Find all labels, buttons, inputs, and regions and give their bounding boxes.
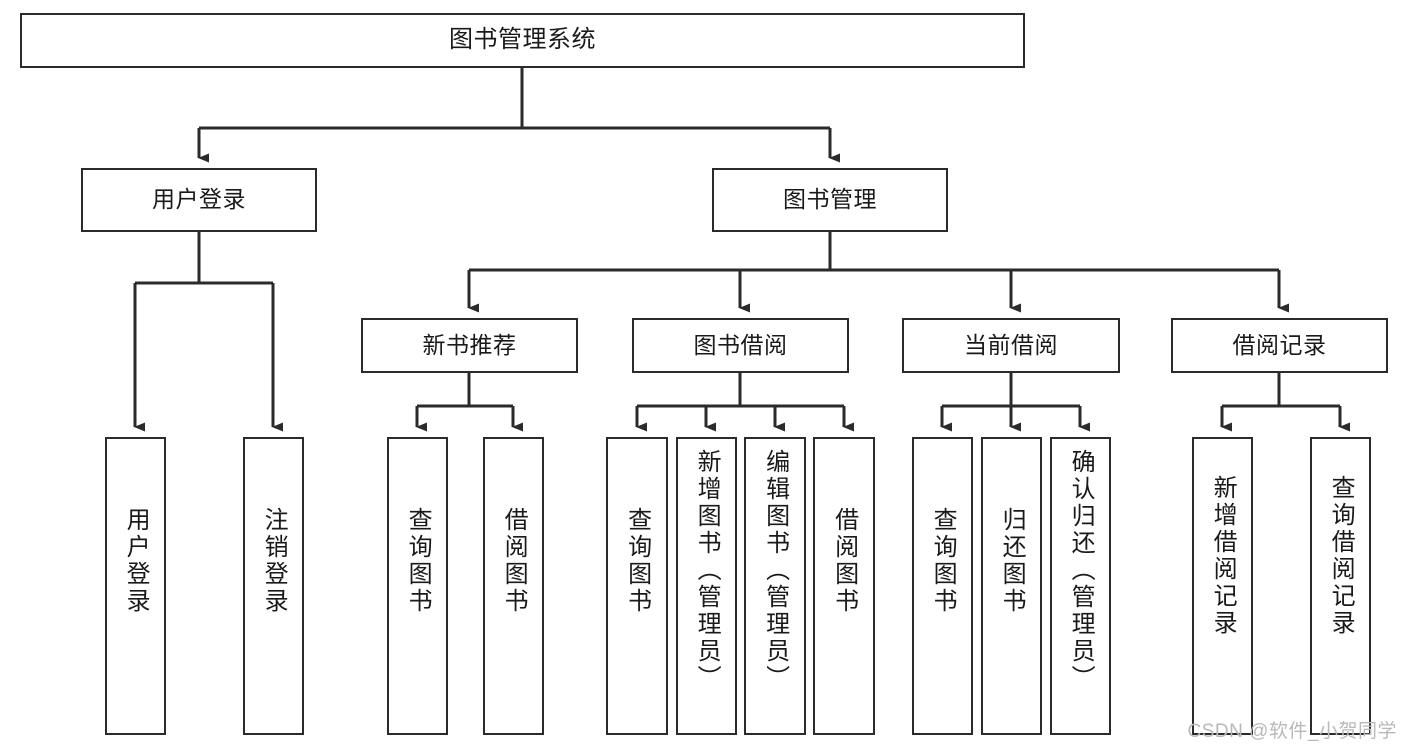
node-leaf-user-logout[interactable]: 注销登录 [243, 437, 304, 735]
node-leaf-confirm-return-admin[interactable]: 确认归还（管理员） [1050, 437, 1111, 735]
node-label: 注销登录 [260, 507, 288, 615]
node-leaf-query-book-borrow[interactable]: 查询图书 [606, 437, 668, 735]
node-label: 查询图书 [404, 507, 432, 615]
node-root-book-management-system[interactable]: 图书管理系统 [20, 13, 1025, 68]
node-label: 借阅图书 [830, 507, 858, 615]
node-user-login[interactable]: 用户登录 [81, 168, 317, 232]
csdn-watermark: CSDN @软件_小贺同学 [1187, 721, 1397, 742]
node-label: 编辑图书（管理员） [761, 449, 789, 692]
node-leaf-borrow-book-borrow[interactable]: 借阅图书 [813, 437, 875, 735]
node-label: 当前借阅 [964, 331, 1058, 358]
node-label: 借阅图书 [500, 507, 528, 615]
node-leaf-query-book-recommend[interactable]: 查询图书 [387, 437, 448, 735]
node-label: 归还图书 [998, 507, 1026, 615]
node-label: 用户登录 [152, 186, 246, 213]
node-book-borrowing[interactable]: 图书借阅 [632, 318, 849, 373]
node-leaf-query-book-current[interactable]: 查询图书 [912, 437, 973, 735]
node-leaf-add-borrow-record[interactable]: 新增借阅记录 [1192, 437, 1253, 735]
node-leaf-add-book-admin[interactable]: 新增图书（管理员） [676, 437, 737, 735]
node-label: 确认归还（管理员） [1067, 449, 1095, 692]
node-leaf-query-borrow-record[interactable]: 查询借阅记录 [1310, 437, 1371, 735]
node-leaf-borrow-book-recommend[interactable]: 借阅图书 [483, 437, 544, 735]
node-leaf-return-book[interactable]: 归还图书 [981, 437, 1042, 735]
node-label: 图书管理 [783, 186, 877, 213]
node-new-book-recommendation[interactable]: 新书推荐 [361, 318, 578, 373]
node-label: 查询图书 [929, 507, 957, 615]
node-label: 图书管理系统 [449, 26, 596, 54]
node-label: 用户登录 [122, 507, 150, 615]
node-label: 新书推荐 [422, 331, 517, 358]
node-label: 新增图书（管理员） [693, 449, 721, 692]
node-label: 新增借阅记录 [1209, 475, 1237, 637]
node-leaf-user-login[interactable]: 用户登录 [105, 437, 166, 735]
node-label: 查询借阅记录 [1327, 475, 1355, 637]
node-current-borrowing[interactable]: 当前借阅 [902, 318, 1120, 373]
node-leaf-edit-book-admin[interactable]: 编辑图书（管理员） [744, 437, 806, 735]
node-book-management[interactable]: 图书管理 [712, 168, 948, 232]
node-borrowing-record[interactable]: 借阅记录 [1171, 318, 1388, 373]
node-label: 图书借阅 [693, 331, 788, 358]
node-label: 借阅记录 [1232, 331, 1327, 358]
node-label: 查询图书 [623, 507, 651, 615]
